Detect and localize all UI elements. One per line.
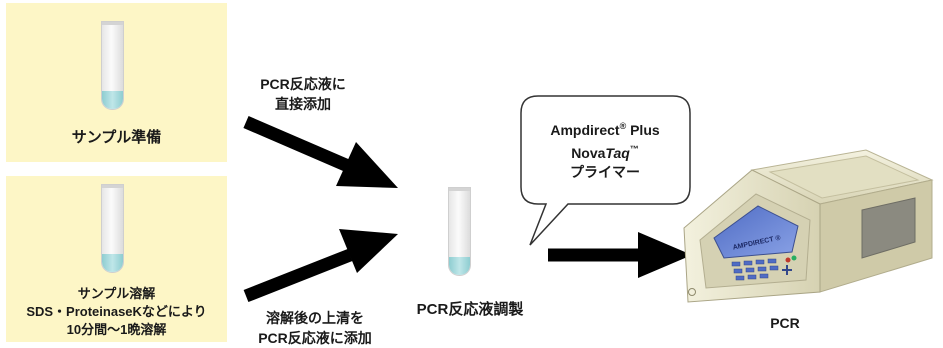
bubble-text: Ampdirect® Plus NovaTaq™ プライマー — [525, 117, 685, 182]
lysis-line-3: 10分間〜1晩溶解 — [66, 322, 167, 337]
sample-tube — [101, 21, 124, 110]
direct-add-label: PCR反応液に 直接添加 — [248, 74, 358, 114]
plus-text: Plus — [626, 122, 660, 138]
ampdirect-text: Ampdirect — [550, 122, 620, 138]
taq-text: Taq — [605, 145, 630, 161]
pcr-label: PCR — [770, 315, 800, 331]
tube-rim — [102, 22, 123, 25]
machine-power-button — [688, 288, 696, 296]
lysis-line-1: サンプル溶解 — [77, 286, 156, 301]
machine-dpad — [782, 265, 792, 275]
bubble-line-1: Ampdirect® Plus — [525, 117, 685, 140]
trademark-mark: ™ — [629, 144, 639, 154]
tube-liquid — [102, 254, 123, 272]
supernatant-add-line-1: 溶解後の上清を — [266, 310, 364, 326]
sample-prep-label: サンプル準備 — [71, 129, 162, 146]
bubble-line-3: プライマー — [570, 164, 640, 180]
arrow-supernatant-add — [243, 229, 398, 303]
reaction-tube — [448, 187, 471, 276]
bubble-line-2: NovaTaq™ — [525, 140, 685, 163]
supernatant-add-line-2: PCR反応液に添加 — [258, 330, 372, 346]
lysis-line-2: SDS・ProteinaseKなどにより — [26, 304, 207, 319]
tube-rim — [449, 188, 470, 191]
lysis-tube — [101, 184, 124, 273]
pcr-machine-illustration: AMPDIRECT ® — [683, 149, 934, 303]
nova-text: Nova — [571, 145, 606, 161]
machine-keypad — [731, 258, 779, 281]
direct-add-line-2: 直接添加 — [275, 96, 331, 112]
sample-lysis-text: サンプル溶解 SDS・ProteinaseKなどにより 10分間〜1晩溶解 — [6, 285, 227, 339]
machine-status-led — [791, 255, 797, 261]
direct-add-line-1: PCR反応液に — [260, 76, 346, 92]
tube-rim — [102, 185, 123, 188]
tube-liquid — [102, 91, 123, 109]
sample-lysis-panel: サンプル溶解 SDS・ProteinaseKなどにより 10分間〜1晩溶解 — [6, 176, 227, 342]
reagent-speech-bubble — [520, 95, 691, 246]
arrow-direct-add — [243, 116, 398, 188]
reaction-prep-label: PCR反応液調製 — [416, 301, 524, 318]
registered-mark: ® — [619, 121, 627, 131]
tube-liquid — [449, 257, 470, 275]
machine-power-led — [785, 257, 791, 263]
arrow-to-pcr — [548, 232, 692, 278]
supernatant-add-label: 溶解後の上清を PCR反応液に添加 — [240, 308, 390, 348]
sample-prep-panel: サンプル準備 — [6, 3, 227, 162]
